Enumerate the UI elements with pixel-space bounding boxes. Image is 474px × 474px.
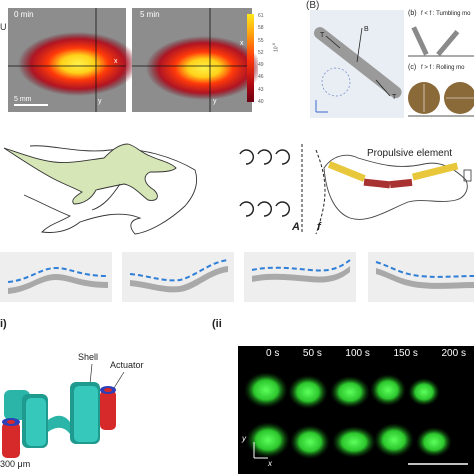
panel-b: (B) B T T (b) f < f : Tumbling mo (c) f … <box>300 0 474 130</box>
frame1-time: 0 min <box>14 10 34 19</box>
lizard-drawing <box>3 143 197 235</box>
label-i: i) <box>0 318 7 330</box>
lizard-body <box>3 143 177 205</box>
axis-y-1: y <box>98 98 102 105</box>
actuator-label: Actuator <box>110 360 144 370</box>
axis-x-2: x <box>240 40 244 47</box>
time-label: 100 s <box>345 348 370 359</box>
frequency-arrow <box>315 149 326 235</box>
rotation-indicator <box>321 67 351 97</box>
vector-b-arrow <box>356 27 363 63</box>
colorbar-tick: 49 <box>258 62 264 69</box>
time-label: 50 s <box>302 348 322 359</box>
actuator-leader <box>113 371 125 389</box>
sub-c-text: f > f : Rolling mo <box>421 65 465 71</box>
time-label: 200 s <box>441 348 466 359</box>
axis-x-1: x <box>114 58 118 65</box>
heat-blob-2 <box>146 36 258 100</box>
deformation-strips <box>0 252 474 302</box>
colorbar-tick: 43 <box>258 86 264 93</box>
panel-b-label: (B) <box>306 0 320 11</box>
strip-frame-1 <box>0 252 112 302</box>
tumbling-rod-1 <box>411 26 429 56</box>
edge-letter: U <box>0 22 7 32</box>
heat-blob-1 <box>18 32 138 96</box>
colorbar-tick: 40 <box>258 98 264 105</box>
grip-icon <box>463 169 472 182</box>
thermal-frames <box>8 8 258 112</box>
vector-b-label: B <box>364 26 369 33</box>
propulsive-yellow-2 <box>411 162 459 181</box>
time-labels: 0 s 50 s 100 s 150 s 200 s <box>266 348 466 359</box>
propulsive-yellow-1 <box>327 161 366 182</box>
shell-actuator-model <box>2 363 125 458</box>
micro-axis-x: x <box>268 459 272 468</box>
scale-label-a: 5 mm <box>14 96 32 103</box>
amplitude-label: A <box>292 221 300 233</box>
colorbar-tick: 55 <box>258 37 264 44</box>
colorbar-exponent: 10-6 <box>271 43 280 52</box>
vector-t2-label: T <box>392 94 397 101</box>
propulsive-red-1 <box>363 178 391 189</box>
sub-c-label: (c) <box>408 64 417 71</box>
rod-diagram <box>310 10 404 118</box>
time-label: 150 s <box>393 348 418 359</box>
microscopy-panel: 0 s 50 s 100 s 150 s 200 s y x <box>238 346 474 474</box>
colorbar-tick: 52 <box>258 49 264 56</box>
scale-label-i: 300 μm <box>0 459 31 469</box>
axis-y-2: y <box>213 98 217 105</box>
shell-label: Shell <box>78 352 99 362</box>
strip-frame-3 <box>244 252 356 302</box>
rolling-diagram <box>408 82 474 117</box>
frequency-label: f <box>317 221 321 233</box>
tumbling-rod-2 <box>436 29 460 57</box>
propulsive-label: Propulsive element <box>367 148 453 159</box>
label-ii: (ii <box>212 318 222 330</box>
strip-frame-4 <box>368 252 474 302</box>
panel-a: U 0 min 5 min 5 mm x y x y 61 5 <box>0 0 300 130</box>
sub-b-label: (b) <box>408 10 417 17</box>
green-blobs <box>244 372 468 465</box>
colorbar-ticks: 61 58 55 52 49 46 43 40 <box>258 13 272 105</box>
micro-axis-y: y <box>242 434 246 443</box>
colorbar-exponent-base: 10 <box>273 46 280 52</box>
colorbar-exponent-power: -6 <box>271 42 276 47</box>
time-label: 0 s <box>266 348 280 359</box>
strip-frame-2 <box>122 252 234 302</box>
actuator-right <box>100 386 116 430</box>
flow-arrows <box>239 149 290 217</box>
colorbar <box>247 14 254 102</box>
swimmer-drawing <box>239 144 472 235</box>
shell-leader <box>89 363 93 385</box>
vector-t-arrow <box>325 35 341 49</box>
sub-b-text: f < f : Tumbling mo <box>421 11 471 17</box>
colorbar-tick: 46 <box>258 74 264 81</box>
propulsive-red-2 <box>389 178 413 189</box>
vector-t2-arrow <box>375 79 391 97</box>
actuator-left <box>2 418 20 458</box>
colorbar-tick: 61 <box>258 13 264 19</box>
blob-row-bottom <box>246 422 452 459</box>
vector-t-label: T <box>320 32 325 39</box>
tumbling-diagram <box>408 26 474 57</box>
frame2-time: 5 min <box>140 10 160 19</box>
blob-row-top <box>244 372 440 409</box>
colorbar-tick: 58 <box>258 25 264 32</box>
